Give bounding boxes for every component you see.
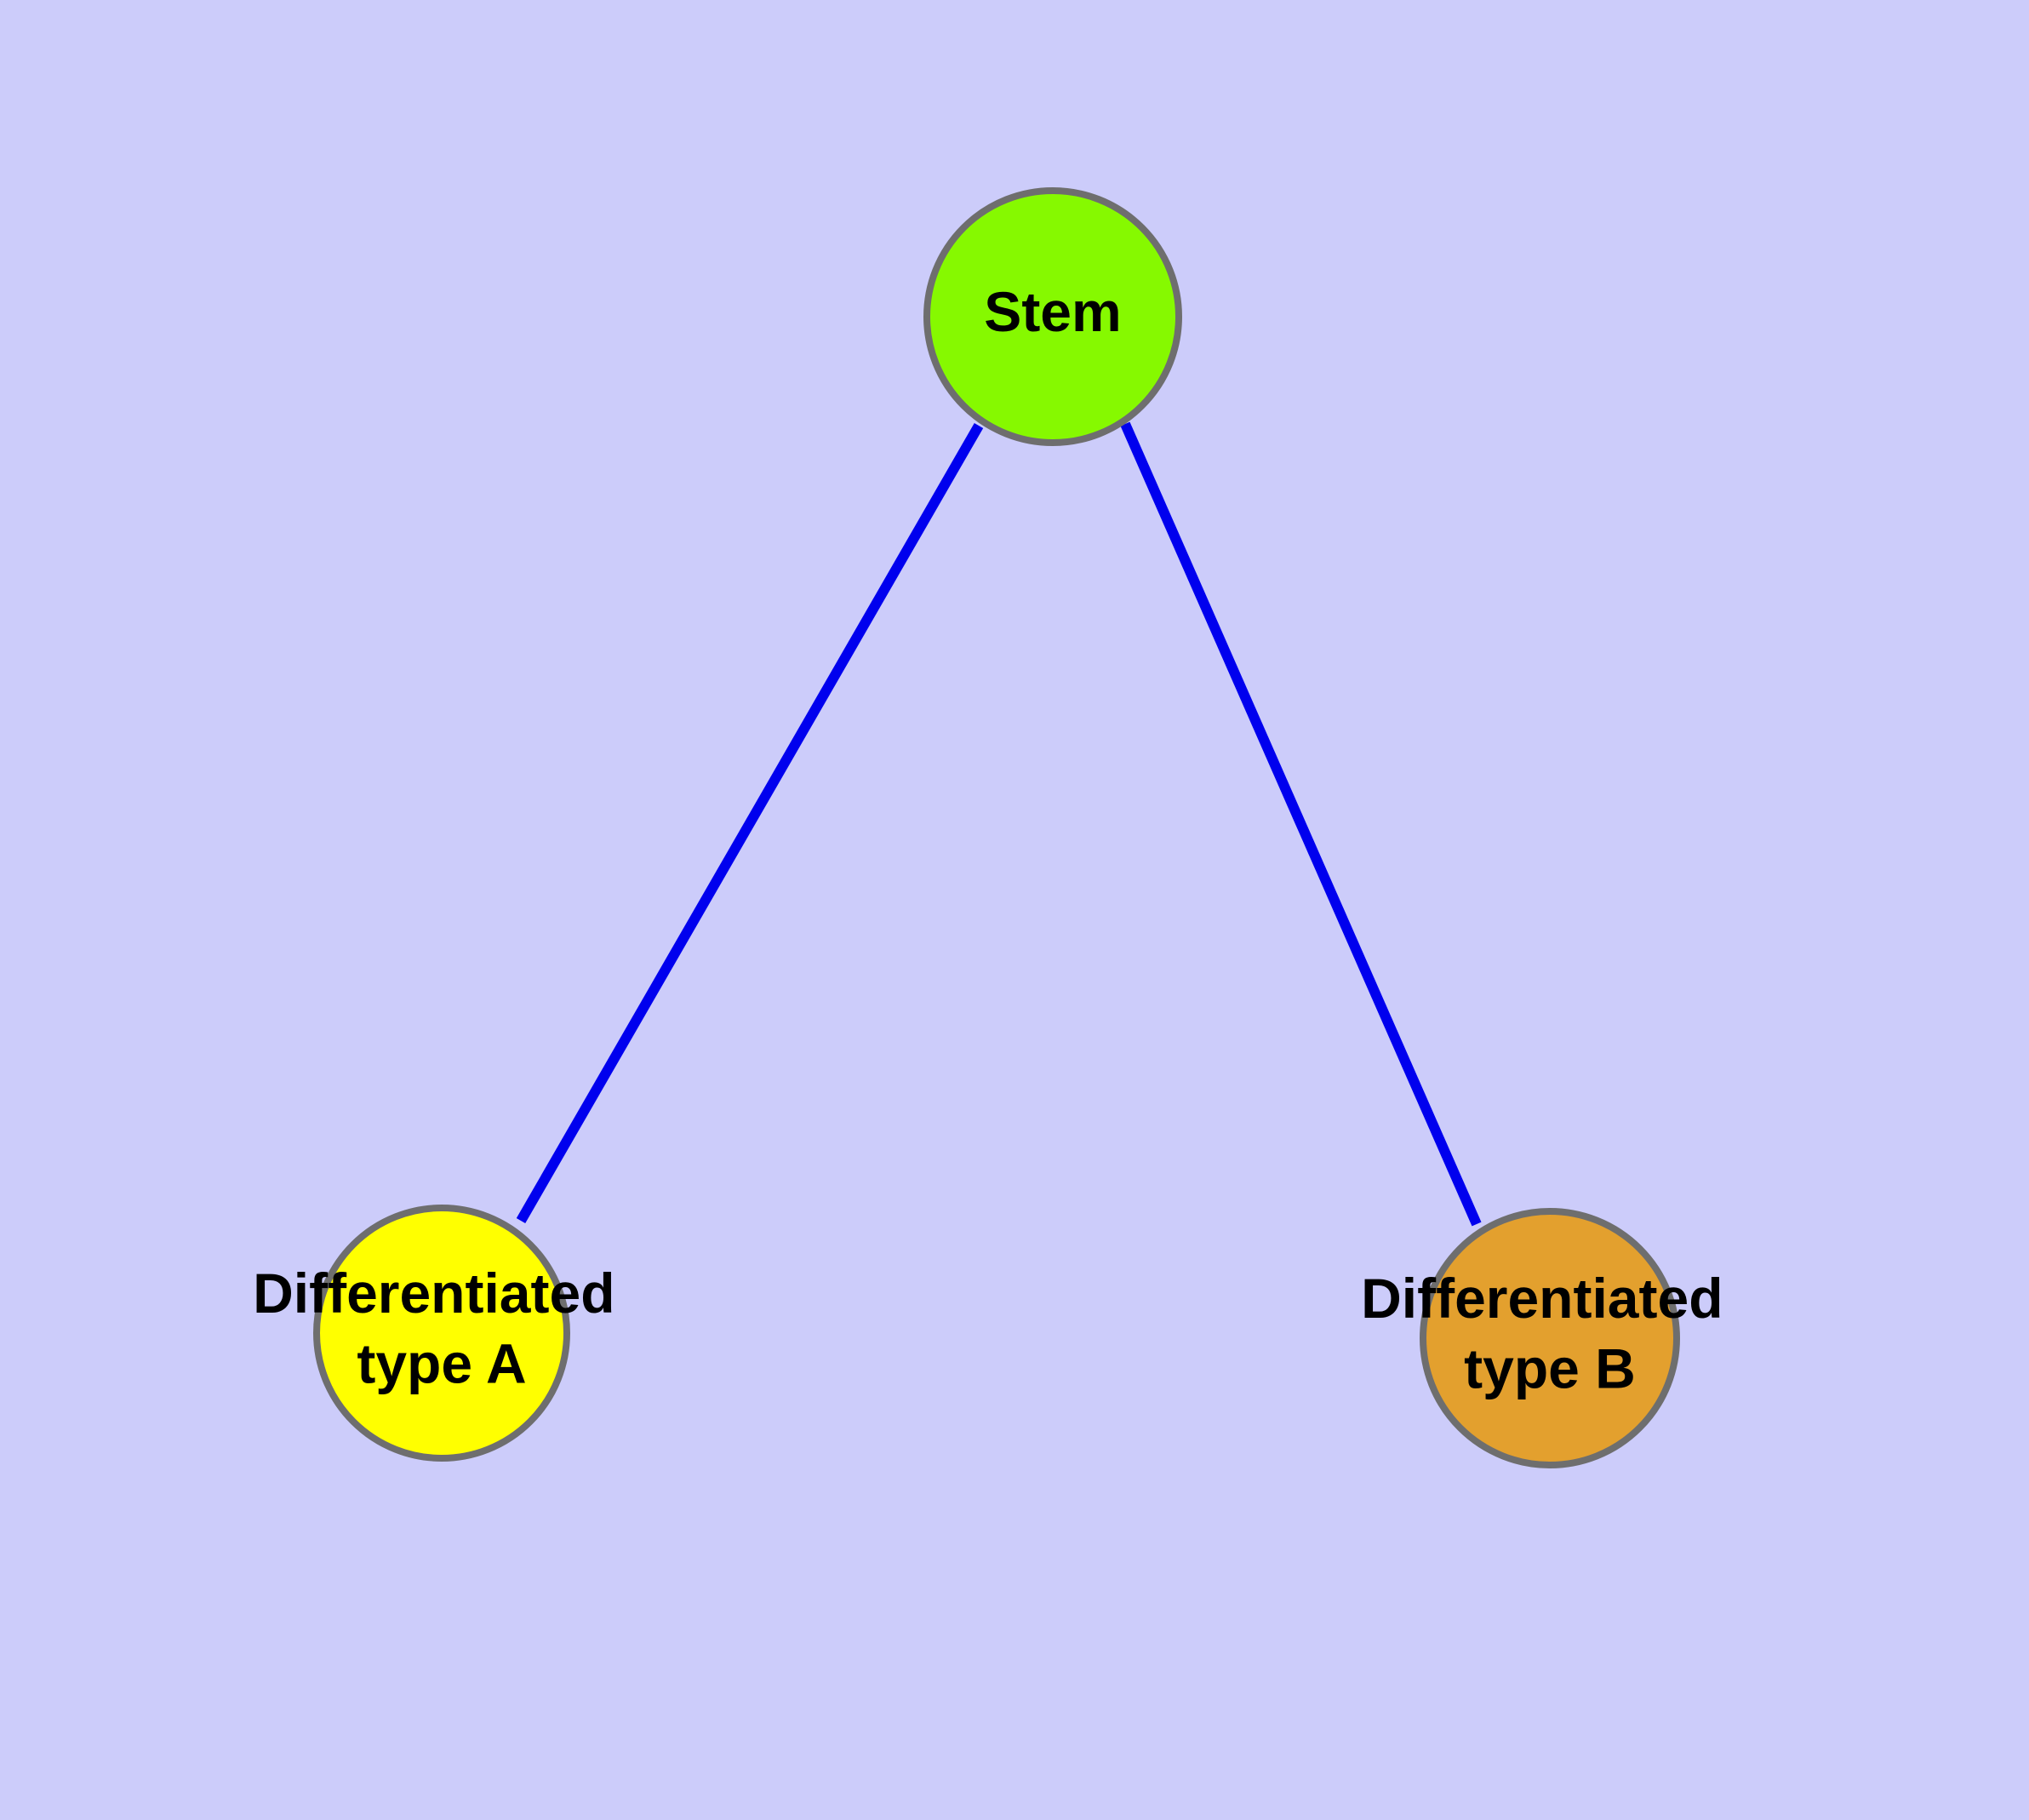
- labels-group: Stem Differentiated type A Differentiate…: [253, 280, 1739, 1400]
- node-differentiated-type-b[interactable]: [1420, 1208, 1680, 1468]
- node-label-differentiated-type-a: Differentiated type A: [253, 1262, 631, 1395]
- edges-group: [516, 421, 1482, 1227]
- node-label-differentiated-type-a-line-2: type A: [357, 1332, 526, 1395]
- node-label-stem-line-1: Stem: [984, 280, 1121, 343]
- node-label-differentiated-type-b-line-1: Differentiated: [1361, 1267, 1723, 1330]
- node-label-differentiated-type-b: Differentiated type B: [1361, 1267, 1739, 1400]
- node-label-differentiated-type-b-line-2: type B: [1464, 1337, 1636, 1400]
- node-differentiated-type-a[interactable]: [313, 1205, 570, 1462]
- node-stem[interactable]: [923, 187, 1182, 446]
- nodes-group: [313, 187, 1680, 1468]
- edge-stem-to-differentiated-type-b[interactable]: [1120, 421, 1482, 1227]
- edge-stem-to-differentiated-type-a[interactable]: [516, 423, 984, 1223]
- node-label-stem: Stem: [984, 280, 1121, 343]
- node-label-differentiated-type-a-line-1: Differentiated: [253, 1262, 614, 1325]
